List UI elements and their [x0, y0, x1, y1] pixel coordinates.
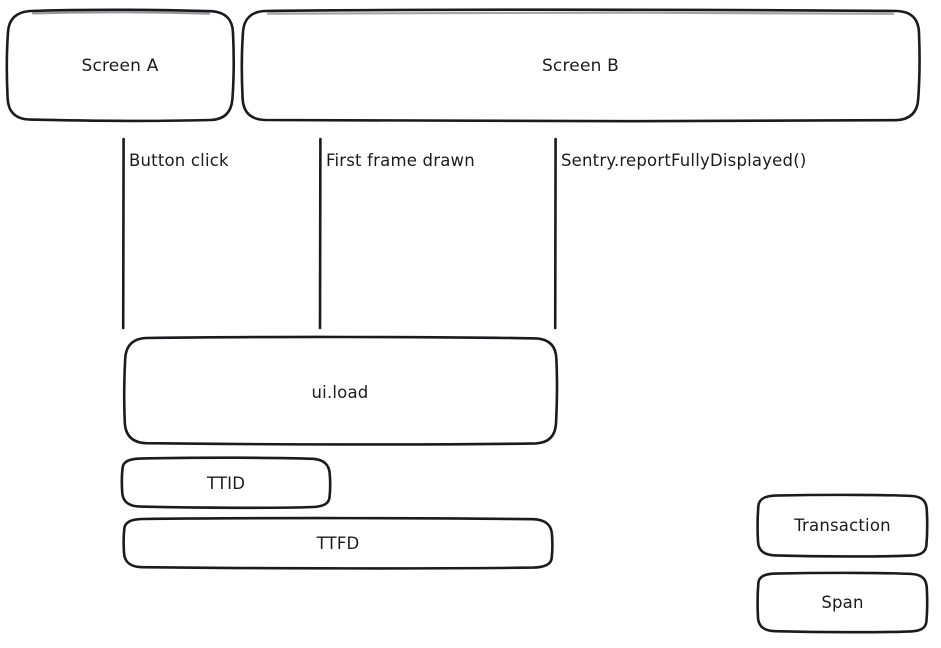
- legend-swatch-span[interactable]: [756, 571, 929, 634]
- marker-label-button-click: Button click: [129, 151, 229, 170]
- legend-label-span: Span: [821, 592, 864, 612]
- bar-shape-ttid[interactable]: [120, 456, 332, 510]
- marker-label-first-frame-drawn: First frame drawn: [326, 151, 475, 170]
- screen-b-box[interactable]: [240, 8, 921, 123]
- bar-shape-ttfd[interactable]: [122, 516, 554, 570]
- bar-label-ui-load: ui.load: [311, 382, 369, 402]
- bar-label-ttid: TTID: [206, 473, 246, 493]
- screen-a-label: Screen A: [81, 56, 159, 76]
- legend-swatch-transaction[interactable]: [756, 493, 929, 558]
- legend-label-transaction: Transaction: [794, 515, 891, 535]
- screen-b-label: Screen B: [541, 56, 620, 76]
- screen-a-box[interactable]: [5, 8, 235, 123]
- bar-shape-ui-load[interactable]: [122, 335, 559, 446]
- bar-label-ttfd: TTFD: [316, 533, 360, 553]
- marker-label-report-fully-displayed: Sentry.reportFullyDisplayed(): [561, 151, 807, 170]
